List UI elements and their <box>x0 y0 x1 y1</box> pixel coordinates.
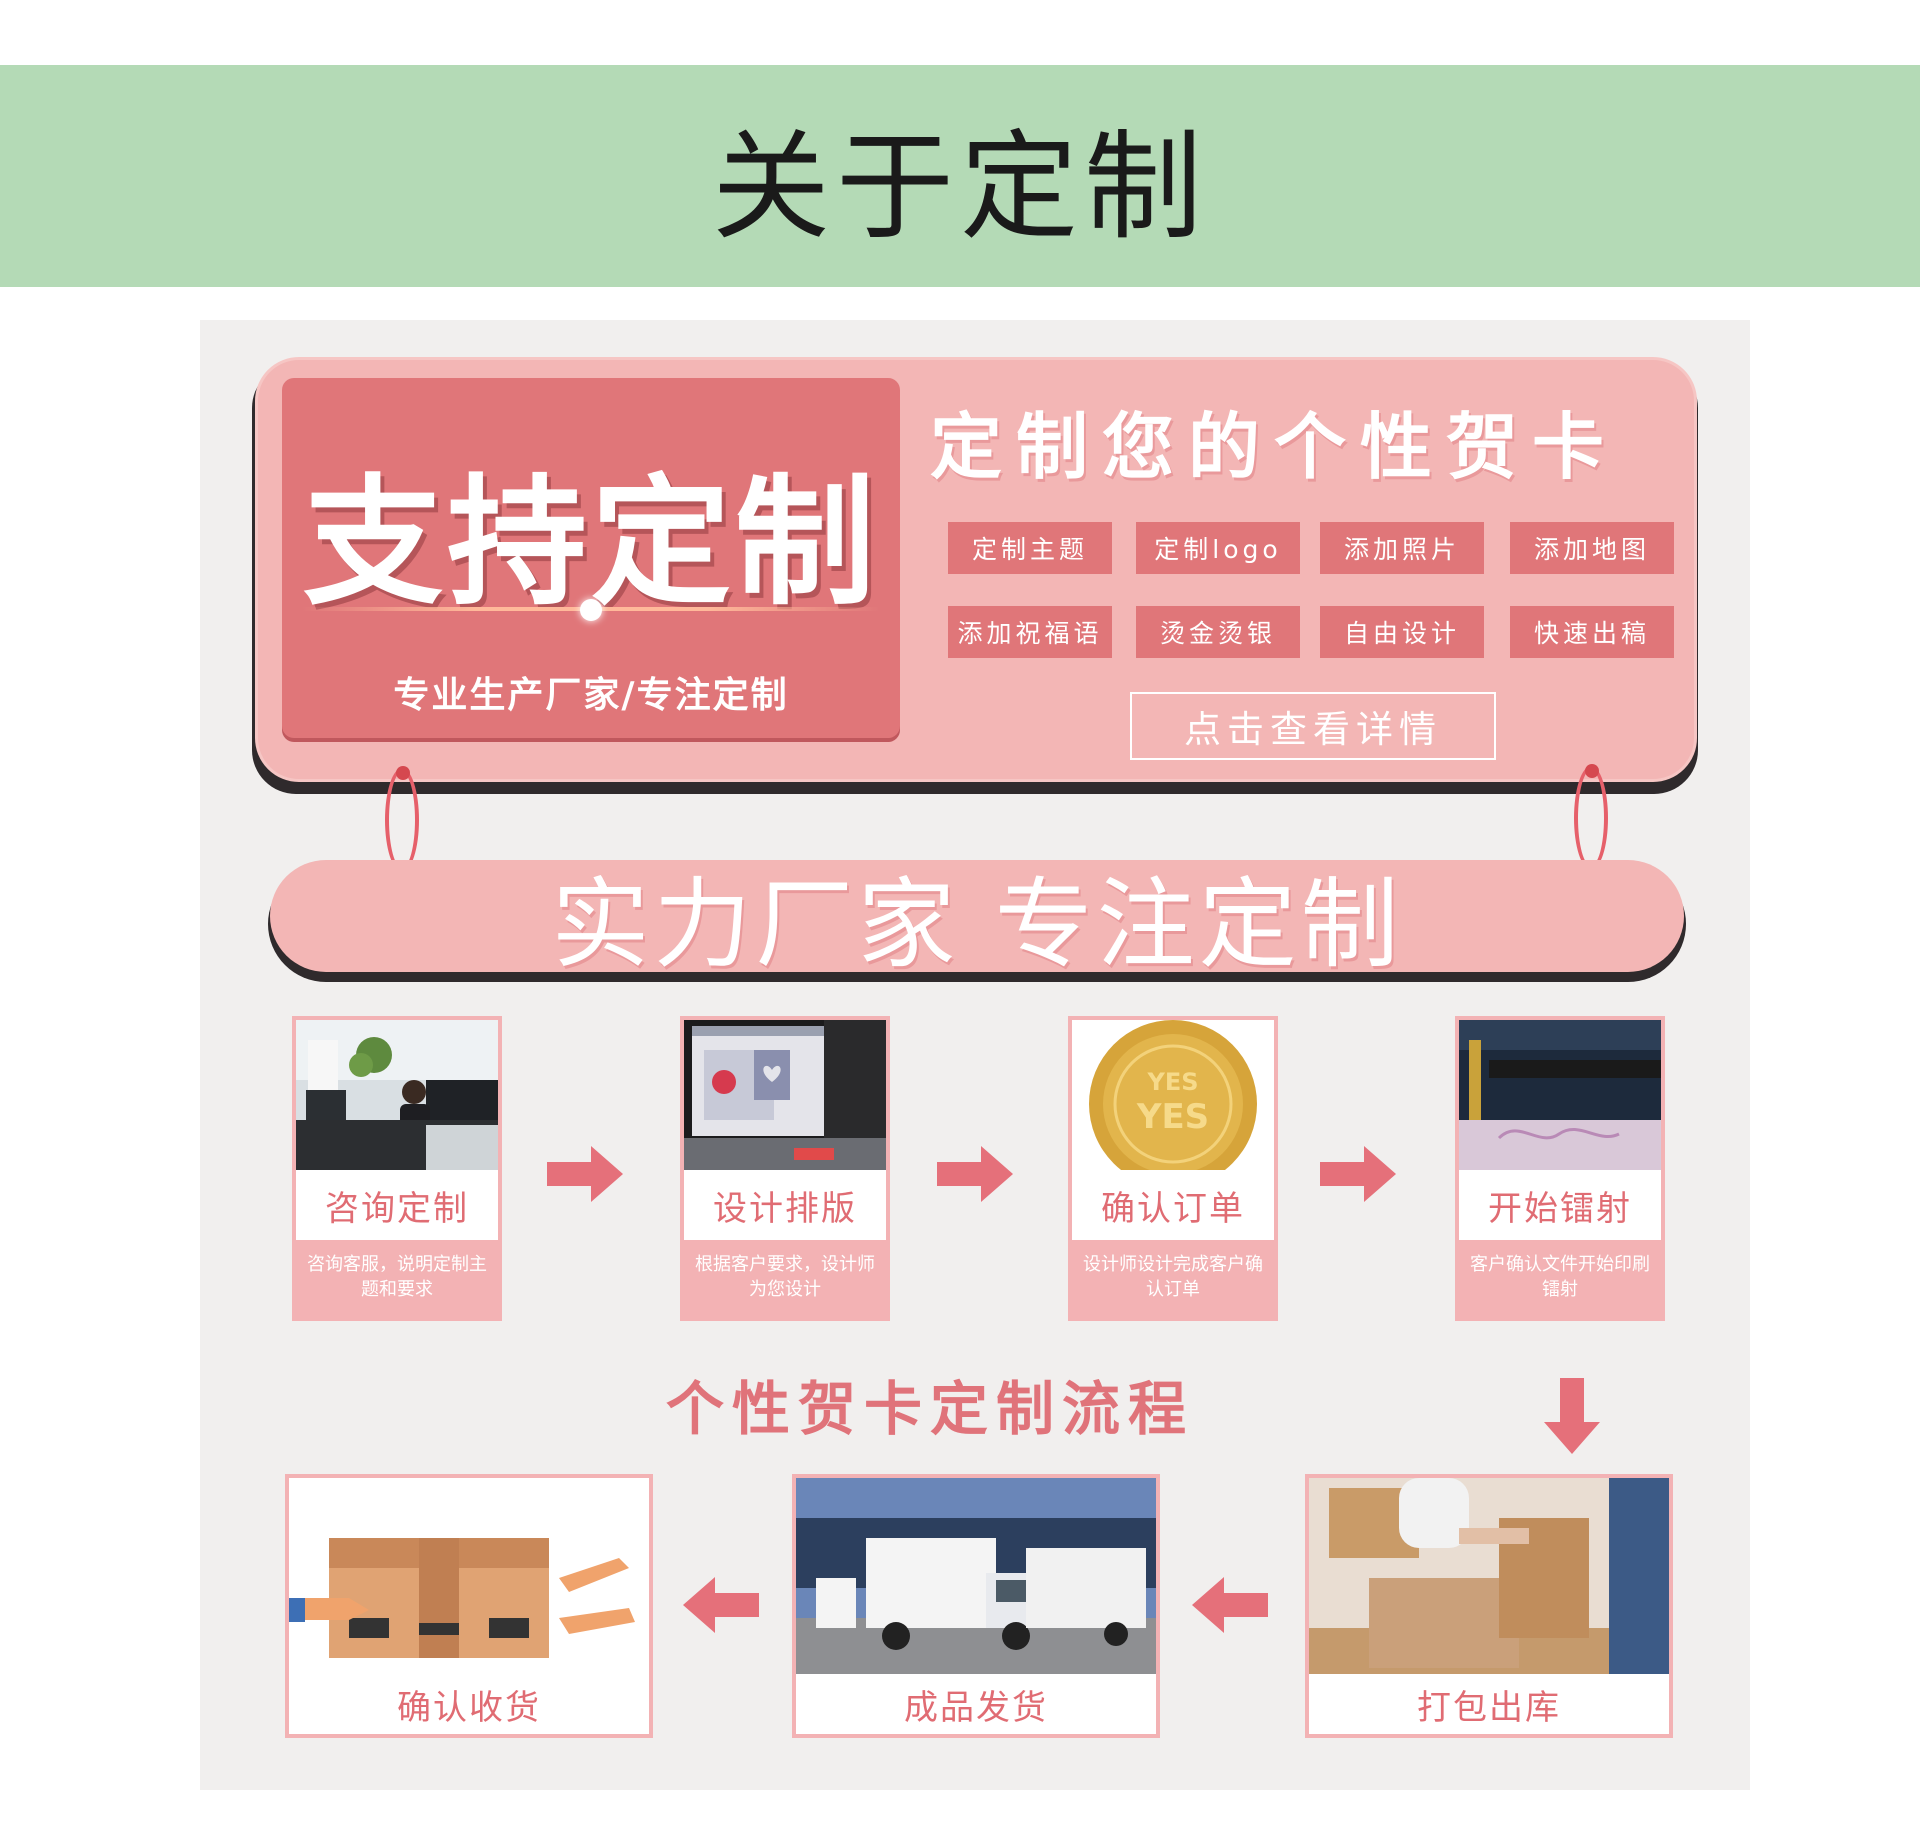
process-title: 个性贺卡定制流程 <box>665 1375 1194 1443</box>
ring-dot <box>1585 764 1599 778</box>
step-label: 打包出库 <box>1309 1674 1669 1734</box>
step-description: 根据客户要求，设计师为您设计 <box>695 1254 875 1300</box>
tag-add-map: 添加地图 <box>1510 522 1674 574</box>
step-card-confirm: YES YES 确认订单 设计师设计完成客户确认订单 <box>1068 1016 1278 1321</box>
tag-fast-draft: 快速出稿 <box>1510 606 1674 658</box>
step-label: 咨询定制 <box>296 1170 498 1240</box>
hanging-ring-left <box>385 768 419 872</box>
step-card-pack: 打包出库 <box>1305 1474 1673 1738</box>
tag-free-design: 自由设计 <box>1320 606 1484 658</box>
step-card-design: 设计排版 根据客户要求，设计师为您设计 <box>680 1016 890 1321</box>
yes-seal-image: YES YES <box>1072 1020 1274 1170</box>
delivery-trucks-photo <box>796 1478 1156 1674</box>
svg-text:YES: YES <box>1146 1068 1198 1096</box>
arrow-right-icon <box>937 1146 1013 1202</box>
laser-machine-photo <box>1459 1020 1661 1170</box>
arrow-right-icon <box>1320 1146 1396 1202</box>
arrow-left-icon <box>1192 1577 1268 1633</box>
step-card-receive: 确认收货 <box>285 1474 653 1738</box>
step-label: 成品发货 <box>796 1674 1156 1734</box>
step-description: 咨询客服，说明定制主题和要求 <box>307 1254 487 1300</box>
custom-card-title: 定制您的个性贺卡 <box>930 405 1619 489</box>
hanging-ring-right <box>1574 766 1608 870</box>
arrow-left-icon <box>683 1577 759 1633</box>
step-label: 确认订单 <box>1072 1170 1274 1240</box>
svg-text:YES: YES <box>1136 1097 1209 1137</box>
tag-custom-logo: 定制logo <box>1136 522 1300 574</box>
step-card-ship: 成品发货 <box>792 1474 1160 1738</box>
step-label: 确认收货 <box>289 1674 649 1734</box>
tag-gold-silver-foil: 烫金烫银 <box>1136 606 1300 658</box>
support-custom-panel: 支持定制 专业生产厂家/专注定制 <box>282 378 900 738</box>
banner-text: 实力厂家 专注定制 <box>551 868 1403 982</box>
support-subtitle: 专业生产厂家/专注定制 <box>393 675 789 716</box>
arrow-down-icon <box>1544 1378 1600 1454</box>
tag-add-greeting: 添加祝福语 <box>948 606 1112 658</box>
view-details-button[interactable]: 点击查看详情 <box>1130 692 1496 760</box>
step-label: 开始镭射 <box>1459 1170 1661 1240</box>
ring-dot <box>396 766 410 780</box>
package-handover-illustration <box>289 1478 649 1674</box>
step-description: 设计师设计完成客户确认订单 <box>1083 1254 1263 1300</box>
arrow-right-icon <box>547 1146 623 1202</box>
step-label: 设计排版 <box>684 1170 886 1240</box>
page-title: 关于定制 <box>711 117 1208 256</box>
office-photo <box>296 1020 498 1170</box>
packing-photo <box>1309 1478 1669 1674</box>
tag-add-photo: 添加照片 <box>1320 522 1484 574</box>
header-band: 关于定制 <box>0 65 1920 287</box>
tag-custom-theme: 定制主题 <box>948 522 1112 574</box>
design-monitor-photo <box>684 1020 886 1170</box>
step-card-consult: 咨询定制 咨询客服，说明定制主题和要求 <box>292 1016 502 1321</box>
support-title: 支持定制 <box>302 462 879 625</box>
divider-dot <box>580 599 602 621</box>
step-description: 客户确认文件开始印刷镭射 <box>1470 1254 1650 1300</box>
factory-banner: 实力厂家 专注定制 <box>270 860 1684 982</box>
step-card-laser: 开始镭射 客户确认文件开始印刷镭射 <box>1455 1016 1665 1321</box>
